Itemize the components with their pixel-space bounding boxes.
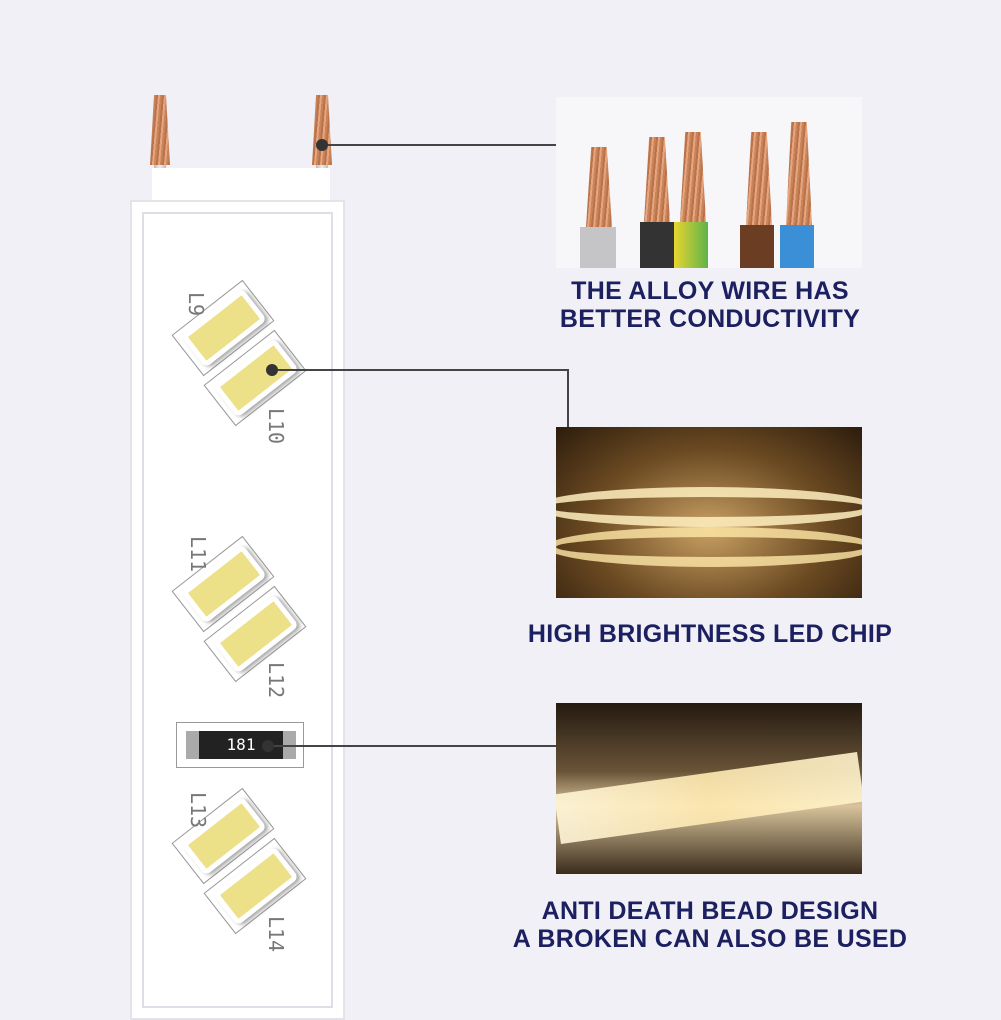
caption-led-chip: HIGH BRIGHTNESS LED CHIP [500,620,920,648]
led-coil-photo [556,427,862,598]
caption-line: THE ALLOY WIRE HAS [571,277,849,305]
caption-anti-death: ANTI DEATH BEAD DESIGN A BROKEN CAN ALSO… [500,897,920,953]
copper-tip-left [150,95,170,165]
copper-tip-right [312,95,332,165]
leader-dot [266,364,278,376]
leader-line [272,369,568,371]
caption-alloy-wire: THE ALLOY WIRE HAS BETTER CONDUCTIVITY [500,277,920,333]
strip-end-cap [152,168,330,204]
chip-label: L11 [186,535,211,573]
leader-line [322,144,556,146]
leader-dot [262,740,274,752]
chip-label: L14 [264,915,289,953]
chip-label: L13 [186,791,211,829]
chip-label: L10 [264,407,289,445]
resistor-code: 181 [226,735,256,754]
chip-label: L12 [264,661,289,699]
caption-line: ANTI DEATH BEAD DESIGN [541,897,879,925]
caption-line: A BROKEN CAN ALSO BE USED [512,925,908,953]
leader-dot [316,139,328,151]
wire-photo [556,97,862,268]
leader-line [268,745,556,747]
caption-line: BETTER CONDUCTIVITY [559,305,861,333]
chip-label: L9 [184,291,209,317]
caption-line: HIGH BRIGHTNESS LED CHIP [527,620,893,648]
led-closeup-photo [556,703,862,874]
